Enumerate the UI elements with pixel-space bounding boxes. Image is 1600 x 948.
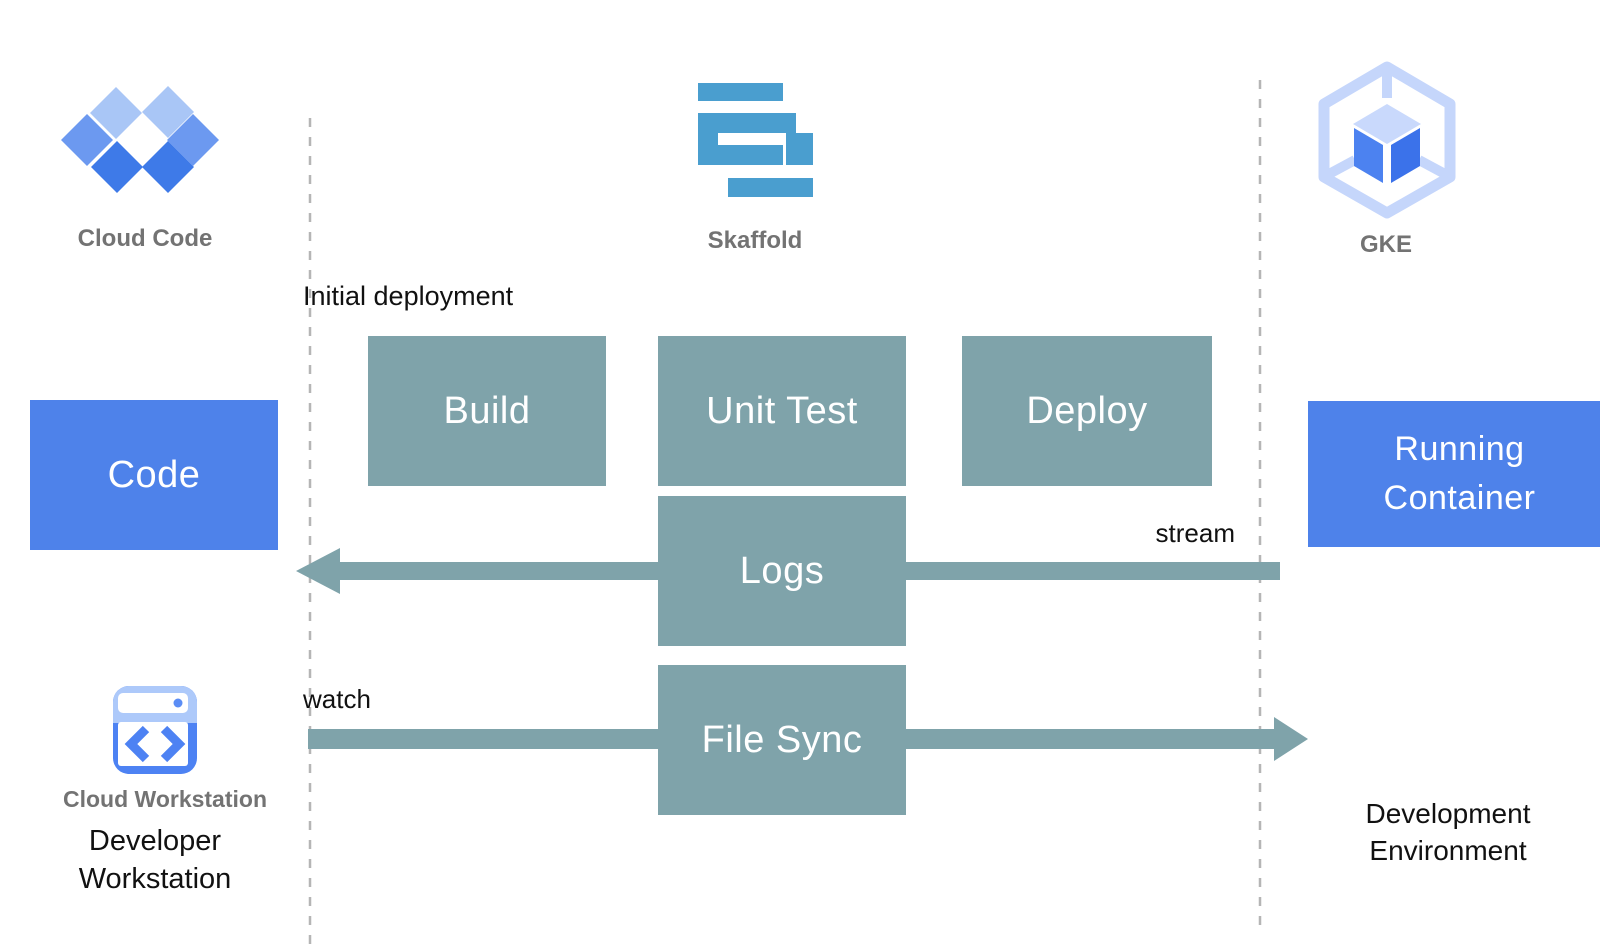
gke-label: GKE (1359, 231, 1412, 258)
cloud-code-icon (61, 86, 219, 193)
logs-box-label: Logs (739, 549, 825, 592)
cloud-workstation-label: Cloud Workstation (62, 786, 267, 812)
logs-box: Logs (658, 496, 906, 646)
cloud-code-label: Cloud Code (77, 225, 213, 252)
gke-icon (1318, 61, 1456, 219)
watch-label: watch (303, 684, 371, 714)
deploy-box: Deploy (962, 336, 1212, 486)
build-box-label: Build (443, 389, 531, 432)
deploy-box-label: Deploy (1026, 389, 1148, 432)
build-box: Build (368, 336, 606, 486)
file-sync-box: File Sync (658, 665, 906, 815)
code-box-label: Code (107, 453, 201, 496)
code-box: Code (30, 400, 278, 550)
developer-workstation-label: Developer Workstation (78, 825, 232, 896)
skaffold-icon (698, 83, 813, 197)
running-container-box-label: Running Container (1383, 429, 1536, 517)
cloud-workstation-icon (113, 686, 197, 774)
unit-test-box: Unit Test (658, 336, 906, 486)
file-sync-box-label: File Sync (701, 718, 863, 761)
stream-label: stream (1155, 518, 1235, 548)
development-environment-label: Development Environment (1365, 798, 1531, 866)
running-container-box: Running Container (1308, 401, 1600, 547)
unit-test-box-label: Unit Test (706, 389, 858, 432)
skaffold-label: Skaffold (707, 227, 803, 254)
initial-deployment-label: Initial deployment (303, 281, 514, 311)
